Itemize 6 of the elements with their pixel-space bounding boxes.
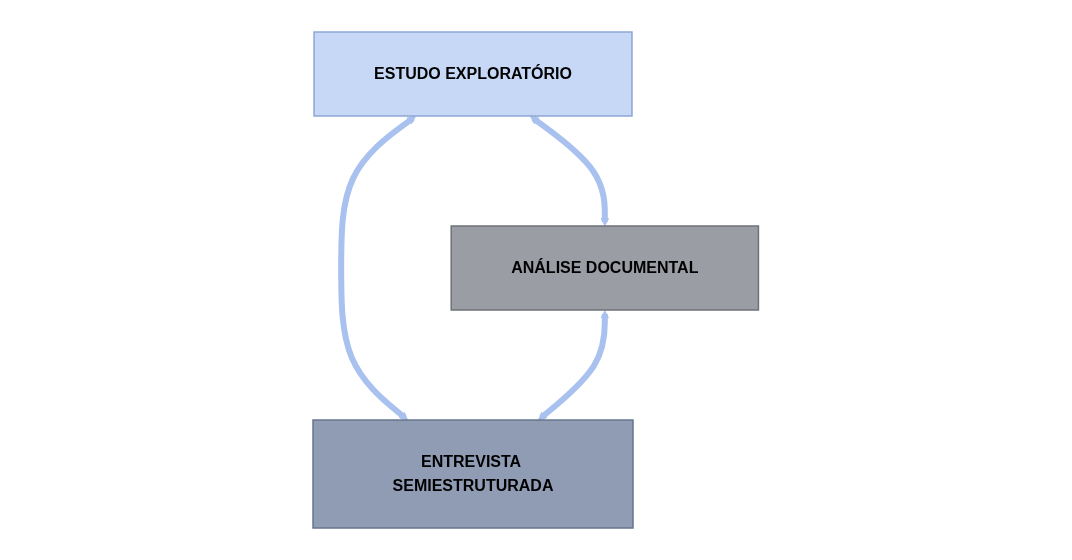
- arrow: [530, 115, 610, 227]
- arrow: [338, 115, 417, 421]
- node-box: ESTUDO EXPLORATÓRIO: [313, 31, 633, 117]
- arrow: [538, 310, 610, 421]
- node-box: ANÁLISE DOCUMENTAL: [450, 225, 760, 311]
- node-box: ENTREVISTA SEMIESTRUTURADA: [312, 419, 635, 529]
